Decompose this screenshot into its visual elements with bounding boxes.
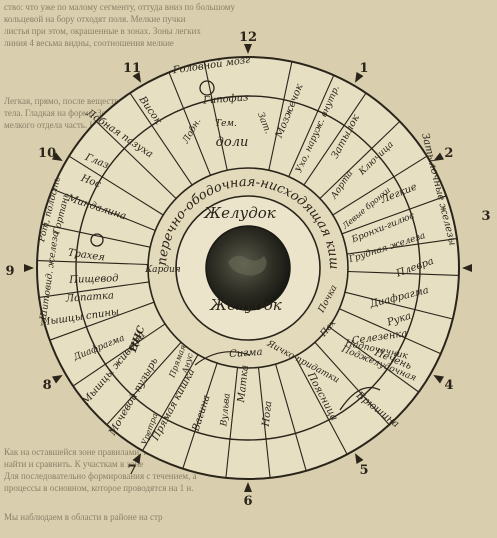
- clock-number: 11: [123, 61, 141, 76]
- bg-line: Мы наблюдаем в области в районе на стр: [4, 512, 163, 522]
- clock-number: 1: [359, 61, 368, 76]
- bg-line: ство: что уже по малому сегменту, оттуда…: [4, 2, 235, 12]
- clock-number: 7: [127, 463, 136, 478]
- clock-number: 3: [481, 209, 490, 224]
- clock-number: 5: [359, 463, 368, 478]
- background-text-block: ство: что уже по малому сегменту, оттуда…: [4, 2, 235, 522]
- sector-spoke: [68, 155, 164, 216]
- outer-label: Нога: [261, 400, 275, 428]
- inner-label: Гипофиз: [202, 92, 249, 106]
- clock-number: 4: [444, 378, 453, 393]
- sector-spoke: [341, 195, 447, 235]
- inner-label: Тем.: [215, 119, 237, 129]
- sector-spoke: [168, 72, 212, 176]
- clock-triangle: [244, 482, 252, 492]
- sector-spoke: [142, 354, 199, 451]
- sector-spoke: [288, 74, 335, 177]
- sector-spoke: [319, 121, 401, 199]
- sector-spoke: [314, 341, 390, 426]
- clock-triangle: [132, 72, 141, 83]
- clock-triangle: [433, 375, 444, 384]
- stomach-bottom-label: Желудок: [209, 296, 282, 314]
- sigma-curve: [194, 351, 251, 366]
- sector-spoke: [52, 188, 156, 232]
- bg-line: Для последовательно формирования с течен…: [4, 471, 197, 481]
- clock-number: 12: [239, 30, 257, 45]
- outer-label: Трахея: [67, 247, 105, 263]
- bg-line: процессы в основном, которое проводятся …: [4, 483, 194, 493]
- sector-spoke: [203, 61, 228, 171]
- inner-label: доли: [216, 135, 249, 150]
- bg-line: мелкого отдела часть. Нижне показаны: [4, 120, 154, 130]
- bg-line: линия 4 весьма видны, соотношения мелкие: [4, 38, 174, 48]
- sector-spoke: [303, 92, 367, 186]
- clock-number: 9: [5, 264, 14, 279]
- clock-triangle: [24, 264, 34, 272]
- clock-triangle: [355, 72, 364, 83]
- sector-spokes: [37, 61, 459, 478]
- cardia-label: Кардия: [144, 265, 181, 275]
- bg-line: кольцевой на бору отходят поля. Мелкие п…: [4, 14, 186, 24]
- sector-spoke: [225, 367, 239, 478]
- pituitary-marker: [199, 80, 215, 96]
- sector-spoke: [344, 291, 453, 320]
- bg-line: листья при этом, окрашенные в зонах. Зон…: [4, 26, 201, 36]
- clock-number: 6: [243, 494, 252, 509]
- sector-spoke: [41, 223, 151, 248]
- clock-triangle: [462, 264, 472, 272]
- sector-spoke: [294, 356, 348, 455]
- bg-line: Как на оставшейся зоне правилами, иначе …: [4, 447, 193, 457]
- sector-spoke: [275, 363, 307, 471]
- sector-spoke: [39, 281, 150, 298]
- sector-spoke: [268, 61, 293, 171]
- clock-triangle: [52, 152, 63, 161]
- sector-spoke: [49, 301, 155, 341]
- stomach-top-label: Желудок: [203, 204, 276, 222]
- sector-spoke: [339, 308, 442, 355]
- sector-spoke: [328, 326, 420, 393]
- sector-spoke: [182, 362, 218, 469]
- inner-label: Сигма: [229, 347, 263, 360]
- clock-triangle: [132, 453, 141, 464]
- trachea-marker: [90, 233, 104, 247]
- sector-spoke: [257, 367, 271, 478]
- outer-label: Матка: [236, 364, 251, 404]
- sector-spoke: [347, 270, 459, 276]
- sector-spoke: [332, 155, 428, 216]
- sector-spoke: [346, 238, 457, 255]
- bg-line: Легкая, прямо, после вещества в выше лис…: [4, 96, 177, 106]
- clock-triangle: [355, 453, 364, 464]
- clock-number: 2: [444, 146, 453, 161]
- sector-spoke: [129, 92, 193, 186]
- sector-spoke: [106, 341, 182, 426]
- bg-line: найти и сравнить. К участкам в зоне: [4, 459, 143, 469]
- pupil-texture: [228, 255, 267, 276]
- clock-triangle: [433, 152, 444, 161]
- middle-ring: [75, 95, 421, 441]
- sector-spoke: [95, 121, 177, 199]
- outer-label: Пищевод: [68, 273, 119, 286]
- clock-number: 8: [43, 378, 52, 393]
- clock-triangle: [244, 44, 252, 54]
- sector-spoke: [72, 323, 166, 387]
- bg-line: тела. Гладкая на форме. Зоны связанных: [4, 108, 160, 118]
- clock-number: 10: [38, 146, 56, 161]
- outer-label: Лопатка: [64, 290, 114, 304]
- inner-label: Вульва: [219, 393, 233, 428]
- sector-spoke: [37, 260, 149, 266]
- liver-curve: [339, 386, 381, 411]
- clock-triangle: [52, 375, 63, 384]
